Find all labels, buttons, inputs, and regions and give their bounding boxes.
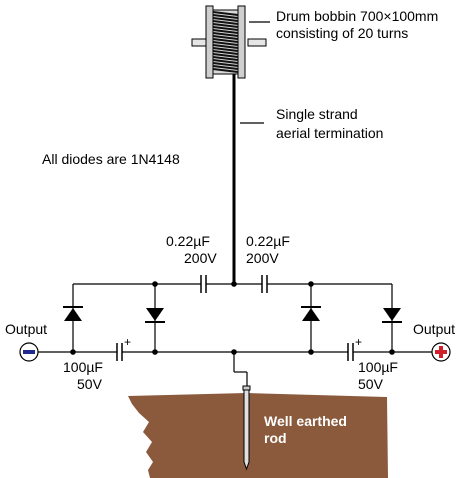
minus-circle-icon [19, 342, 39, 362]
capacitor-0.22uf-right [261, 275, 268, 293]
capacitor-100uf-right [347, 343, 354, 361]
rod-label-2: rod [264, 430, 287, 446]
plus-circle-icon [431, 342, 451, 362]
cap-left-voltage: 200V [184, 250, 217, 266]
cap-right-value: 0.22µF [246, 233, 290, 249]
cap-left-value: 0.22µF [166, 233, 210, 249]
earth-rod [242, 385, 251, 471]
capacitor-0.22uf-left [200, 275, 207, 293]
bobbin-label-2: consisting of 20 turns [276, 25, 408, 41]
diode-4 [382, 284, 402, 352]
drum-bobbin [191, 5, 267, 79]
output-left-label: Output [5, 321, 47, 337]
cap-bl-plus: + [124, 335, 131, 349]
earth-ground [128, 393, 388, 478]
output-right-label: Output [413, 321, 455, 337]
rod-label-1: Well earthed [264, 413, 347, 429]
capacitor-100uf-left [116, 343, 123, 361]
cap-right-voltage: 200V [246, 250, 279, 266]
aerial-label-2: aerial termination [276, 125, 383, 141]
diode-2 [145, 284, 165, 352]
junction-dots [70, 281, 395, 355]
bobbin-label-1: Drum bobbin 700×100mm [276, 8, 438, 24]
diode-3 [301, 284, 321, 352]
cap-bl-voltage: 50V [77, 376, 103, 392]
aerial-label-1: Single strand [276, 106, 358, 122]
cap-br-value: 100µF [358, 359, 398, 375]
cap-br-voltage: 50V [358, 376, 384, 392]
diode-1 [63, 284, 83, 352]
cap-br-plus: + [355, 335, 362, 349]
cap-bl-value: 100µF [63, 359, 103, 375]
diodes-note: All diodes are 1N4148 [42, 151, 180, 167]
